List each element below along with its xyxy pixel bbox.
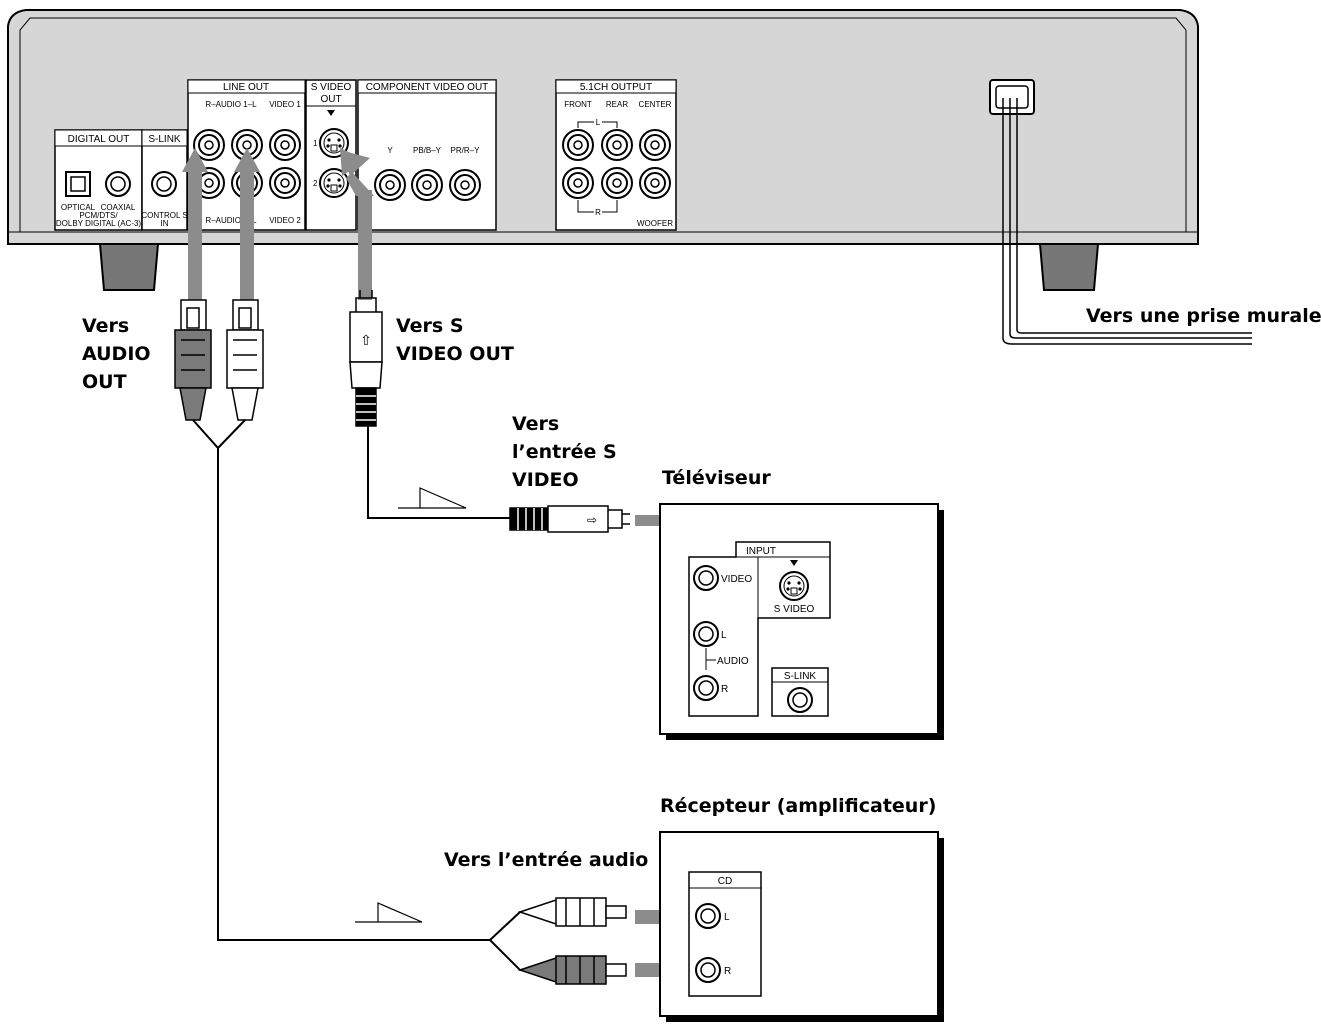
tv-input-label: INPUT <box>746 546 776 557</box>
optical-label: OPTICAL <box>61 203 96 212</box>
center-jack <box>639 129 671 161</box>
rear-l-jack <box>601 129 633 161</box>
tv-video-jack <box>693 565 719 591</box>
digital-out-label: DIGITAL OUT <box>68 134 130 145</box>
player-rear-panel: DIGITAL OUT OPTICAL COAXIAL PCM/DTS/ DOL… <box>7 9 1199 291</box>
tv-svideo-label: S VIDEO <box>774 604 815 615</box>
woofer-label: WOOFER <box>637 219 673 228</box>
control-s-in-label: IN <box>161 219 169 228</box>
comp-y-label: Y <box>387 146 393 155</box>
audio-cable <box>174 299 627 985</box>
coaxial-label: COAXIAL <box>101 203 136 212</box>
coaxial-jack <box>105 171 131 197</box>
video2-label: VIDEO 2 <box>269 216 301 225</box>
comp-pr-label: PR/R–Y <box>451 146 481 155</box>
svideo-cable: ⇧ ⇨ <box>349 290 630 533</box>
entree-s-line2: l’entrée S <box>512 441 617 463</box>
tv-svideo-jack <box>779 571 809 601</box>
svideo-out-label-1: S VIDEO <box>311 82 352 93</box>
svg-text:⇨: ⇨ <box>587 513 597 527</box>
rear-label: REAR <box>606 100 628 109</box>
signal-arrow-audio <box>355 902 423 923</box>
vers-audio-line2: AUDIO <box>82 343 151 365</box>
front-label: FRONT <box>564 100 592 109</box>
comp-pb-jack <box>411 169 443 201</box>
r-label: R <box>595 208 601 217</box>
control-s-label: CONTROL S <box>141 211 187 220</box>
l-label: L <box>596 118 601 127</box>
svg-text:⇧: ⇧ <box>360 334 372 349</box>
signal-arrow-svideo <box>398 487 467 509</box>
pcm-label: PCM/DTS/ <box>79 211 118 220</box>
vers-svideo-line2: VIDEO OUT <box>396 343 514 365</box>
receiver-cd-label: CD <box>718 876 732 887</box>
right-foot <box>1038 243 1100 291</box>
receiver-l-label: L <box>724 912 730 923</box>
tv-video-label: VIDEO <box>721 574 752 585</box>
svideo-out-label-2: OUT <box>320 94 341 105</box>
receiver-title: Récepteur (amplificateur) <box>660 795 936 817</box>
video1-label: VIDEO 1 <box>269 100 301 109</box>
tv-r-label: R <box>721 684 728 695</box>
comp-y-jack <box>374 169 406 201</box>
tv-slink-jack <box>787 687 813 713</box>
line-out-label: LINE OUT <box>223 82 269 93</box>
video1-jack <box>269 129 301 161</box>
vers-audio-line1: Vers <box>82 315 129 337</box>
comp-pr-jack <box>449 169 481 201</box>
power-cord <box>1002 98 1252 345</box>
component-label: COMPONENT VIDEO OUT <box>366 82 489 93</box>
wall-outlet-label: Vers une prise murale <box>1086 305 1321 327</box>
entree-s-line3: VIDEO <box>512 469 579 491</box>
tv-title: Téléviseur <box>662 467 771 489</box>
left-foot <box>98 243 160 291</box>
center-label: CENTER <box>639 100 672 109</box>
receiver-r-label: R <box>724 966 731 977</box>
receiver-cd-l-jack <box>695 903 721 929</box>
receiver-panel: CD L R <box>659 831 944 1022</box>
comp-pb-label: PB/B–Y <box>413 146 442 155</box>
front-r-jack <box>562 167 594 199</box>
woofer-jack <box>639 167 671 199</box>
video2-jack <box>269 167 301 199</box>
audio2-label: R–AUDIO 2–L <box>205 216 257 225</box>
sv-num-2: 2 <box>313 179 318 188</box>
control-s-jack <box>151 171 177 197</box>
rear-r-jack <box>601 167 633 199</box>
callout-labels: Vers AUDIO OUT Vers S VIDEO OUT Vers une… <box>82 305 1321 871</box>
receiver-cd-r-jack <box>695 957 721 983</box>
out51-label: 5.1CH OUTPUT <box>580 82 652 93</box>
tv-audio-l-jack <box>693 621 719 647</box>
tv-l-label: L <box>721 630 727 641</box>
entree-s-line1: Vers <box>512 413 559 435</box>
dolby-label: DOLBY DIGITAL (AC-3) <box>56 219 142 228</box>
tv-audio-label: AUDIO <box>717 656 749 667</box>
front-l-jack <box>562 129 594 161</box>
tv-slink-label: S-LINK <box>784 671 817 682</box>
vers-audio-line3: OUT <box>82 371 127 393</box>
tv-panel: INPUT VIDEO S VIDEO L AUDIO R S-LINK <box>659 503 944 740</box>
audio1-label: R–AUDIO 1–L <box>205 100 257 109</box>
sv-num-1: 1 <box>313 139 318 148</box>
entree-audio-label: Vers l’entrée audio <box>444 849 648 871</box>
tv-audio-r-jack <box>693 675 719 701</box>
slink-label: S-LINK <box>148 134 181 145</box>
vers-svideo-line1: Vers S <box>396 315 464 337</box>
